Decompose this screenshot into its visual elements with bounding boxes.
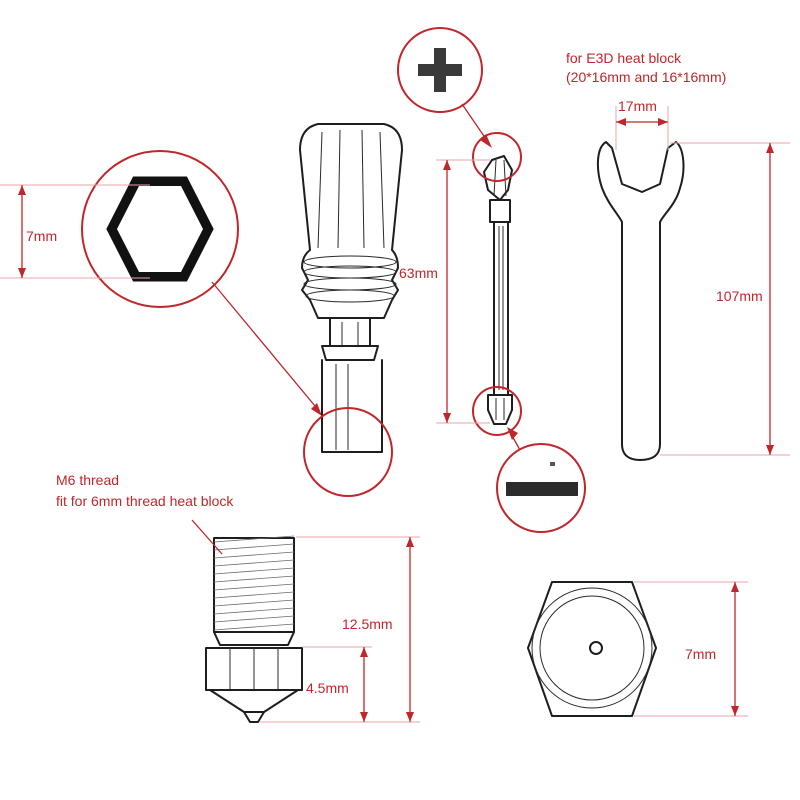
thread-label-line2: fit for 6mm thread heat block [56, 493, 234, 509]
flat-tip-circle [472, 386, 522, 436]
flat-icon [506, 482, 578, 496]
phillips-callout-circle [397, 27, 483, 113]
phillips-tip-circle [472, 132, 522, 182]
wrench-title-line1: for E3D heat block [566, 50, 682, 66]
double-ended-bit [483, 155, 513, 425]
wrench-length-label: 107mm [716, 288, 763, 304]
nozzle-side-view [205, 535, 303, 723]
wrench [596, 141, 685, 461]
hex-callout-circle [81, 150, 239, 308]
socket-callout-circle [303, 407, 393, 497]
nozzle-length-label: 12.5mm [342, 616, 393, 632]
nozzle-top-view [527, 581, 657, 717]
hex-socket-inner [117, 186, 203, 272]
nozzle-top-width-label: 7mm [685, 646, 717, 662]
thread-label-line1: M6 thread [56, 472, 120, 488]
bit-length-label: 63mm [399, 265, 438, 281]
hex-socket-callout [0, 150, 322, 416]
flat-callout-circle [496, 443, 586, 533]
hex-socket-label: 7mm [26, 228, 58, 244]
nozzle-hex-height-label: 4.5mm [306, 680, 349, 696]
wrench-jaw-label: 17mm [618, 98, 657, 114]
screwdriver-handle [299, 123, 403, 453]
wrench-title-line2: (20*16mm and 16*16mm) [566, 69, 727, 85]
phillips-icon-vertical [434, 48, 446, 92]
